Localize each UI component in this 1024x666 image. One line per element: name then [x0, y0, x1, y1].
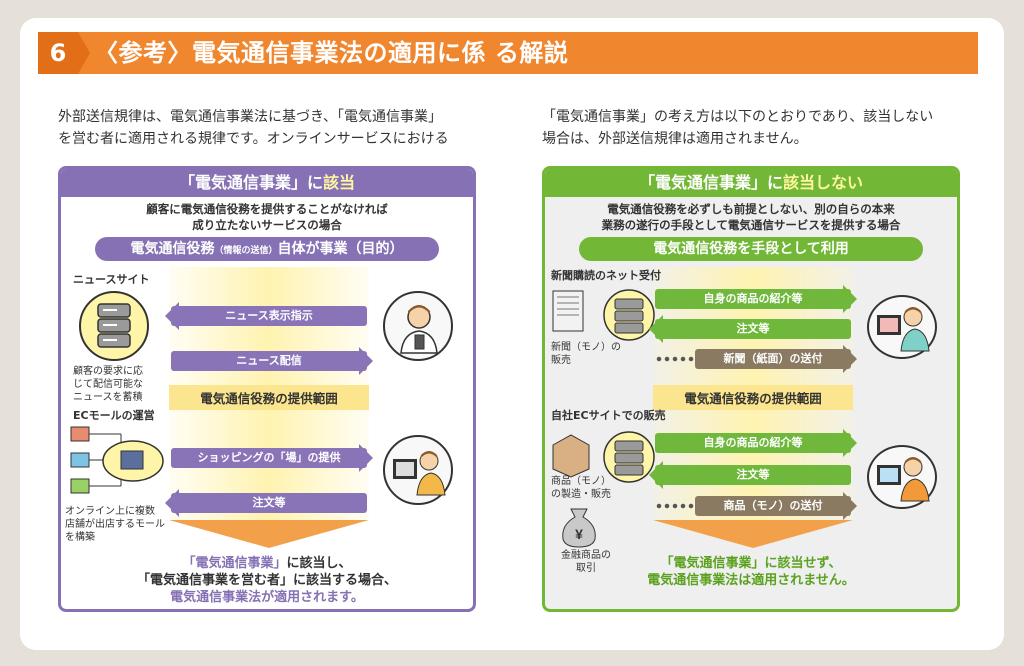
applicable-sub-line-1: 顧客に電気通信役務を提供することがなければ	[146, 202, 388, 216]
applicable-panel-header: 「電気通信事業」に該当	[61, 169, 473, 197]
newspaper-server-icon	[552, 289, 655, 341]
not-applicable-panel: 「電気通信事業」に該当しない 電気通信役務を必ずしも前提としない、別の自らの本来…	[542, 166, 960, 612]
intro-left-line-2: を営む者に適用される規律です。オンラインサービスにおける	[58, 131, 449, 147]
shopping-place-label: ショッピングの「場」の提供	[197, 451, 341, 464]
not-applicable-pill: 電気通信役務を手段として利用	[579, 237, 923, 261]
finance-line-1: 金融商品の	[561, 550, 611, 561]
na-order-arrow-1: 注文等	[649, 315, 851, 343]
news-desc-line-1: 顧客の要求に応	[73, 366, 143, 377]
applicable-subtitle: 顧客に電気通信役務を提供することがなければ 成り立たないサービスの場合	[61, 201, 473, 233]
goods-delivery-label: 商品（モノ）の送付	[723, 499, 823, 512]
section-title: 〈参考〉電気通信事業法の適用に係 る解説	[94, 39, 569, 67]
goods-delivery-arrow: 商品（モノ）の送付	[655, 492, 857, 520]
not-applicable-panel-header: 「電気通信事業」に該当しない	[545, 169, 957, 197]
conclusion-line-2: 「電気通信事業を営む者」に該当する場合、	[136, 573, 397, 588]
news-site-desc: 顧客の要求に応 じて配信可能な ニュースを蓄積	[73, 365, 153, 404]
na-intro-label-2: 自身の商品の紹介等	[703, 436, 803, 449]
service-range-beam-tip	[169, 520, 369, 548]
news-site-title: ニュースサイト	[73, 273, 150, 286]
ec-desc-line-1: オンライン上に複数	[65, 506, 155, 517]
order-arrow: 注文等	[165, 489, 367, 517]
na-sub-line-2: 業務の遂行の手段として電気通信サービスを提供する場合	[601, 218, 901, 232]
finance-label: 金融商品の 取引	[551, 549, 621, 575]
header-chevron	[78, 32, 90, 74]
ec-desc-line-2: 店舗が出店するモール	[65, 519, 165, 530]
intro-left: 外部送信規律は、電気通信事業法に基づき、「電気通信事業」 を営む者に適用される規…	[58, 106, 498, 150]
server-circle	[79, 291, 149, 361]
order-label: 注文等	[252, 496, 286, 509]
ec-mall-title: ECモールの運営	[73, 409, 155, 422]
news-delivery-arrow: ニュース配信	[171, 347, 373, 375]
header-bar	[78, 32, 978, 74]
na-person-computer-icon-1	[877, 307, 930, 352]
goods-sale-line-2: の製造・販売	[551, 489, 611, 500]
paper-delivery-label: 新聞（紙面）の送付	[723, 352, 823, 365]
na-order-label-2: 注文等	[736, 468, 770, 481]
mall-network-icon	[70, 426, 164, 494]
service-range-label: 電気通信役務の提供範囲	[169, 385, 369, 410]
not-applicable-head-highlight: 該当しない	[783, 173, 864, 192]
news-desc-line-2: じて配信可能な	[73, 379, 143, 390]
box-server-icon	[552, 431, 655, 483]
pill-part-a: 電気通信役務	[130, 241, 215, 257]
shopping-place-arrow: ショッピングの「場」の提供	[171, 444, 373, 472]
na-conclusion-line-2: 電気通信事業法は適用されません。	[647, 573, 855, 588]
conclusion-line-1: 「電気通信事業」に該当し、	[61, 555, 473, 572]
news-delivery-label: ニュース配信	[236, 354, 302, 367]
paper-delivery-arrow: 新聞（紙面）の送付	[655, 345, 857, 373]
person-computer-icon	[393, 451, 446, 496]
applicable-head-highlight: 該当	[323, 173, 356, 192]
intro-right: 「電気通信事業」の考え方は以下のとおりであり、該当しない 場合は、外部送信規律は…	[542, 106, 972, 150]
na-intro-label-1: 自身の商品の紹介等	[703, 292, 803, 305]
ec-mall-desc: オンライン上に複数 店舗が出店するモール を構築	[65, 505, 175, 544]
paper-sale-label: 新聞（モノ）の 販売	[551, 341, 621, 367]
person-phone-icon	[400, 305, 438, 354]
money-bag-icon: ¥	[562, 508, 596, 548]
paper-sale-line-2: 販売	[551, 355, 571, 366]
conclusion-text-1: に該当し、	[286, 556, 352, 571]
news-request-arrow: ニュース表示指示	[165, 302, 367, 330]
ec-desc-line-3: を構築	[65, 532, 95, 543]
pill-small: （情報の送信）	[214, 246, 278, 256]
svg-text:¥: ¥	[575, 526, 583, 542]
newspaper-title: 新聞購読のネット受付	[551, 269, 661, 282]
finance-line-2: 取引	[576, 563, 596, 574]
not-applicable-subtitle: 電気通信役務を必ずしも前提としない、別の自らの本来 業務の遂行の手段として電気通…	[545, 201, 957, 233]
applicable-pill: 電気通信役務（情報の送信）自体が事業（目的）	[95, 237, 439, 261]
section-header: 6 〈参考〉電気通信事業法の適用に係 る解説	[38, 32, 978, 74]
na-person-computer-icon-2	[877, 457, 930, 502]
na-intro-arrow-2: 自身の商品の紹介等	[655, 429, 857, 457]
pill-part-b: 自体が事業（目的）	[277, 241, 404, 257]
conclusion-highlight-1: 「電気通信事業」	[182, 556, 287, 571]
applicable-sub-line-2: 成り立たないサービスの場合	[192, 218, 342, 232]
server-icon	[97, 303, 131, 348]
applicable-conclusion: 「電気通信事業」に該当し、 「電気通信事業を営む者」に該当する場合、 電気通信事…	[61, 555, 473, 606]
na-intro-arrow-1: 自身の商品の紹介等	[655, 285, 857, 313]
section-number: 6	[38, 32, 78, 74]
na-sub-line-1: 電気通信役務を必ずしも前提としない、別の自らの本来	[607, 202, 895, 216]
own-ec-title: 自社ECサイトでの販売	[551, 409, 666, 422]
applicable-head-text: 「電気通信事業」に	[178, 173, 323, 192]
goods-sale-label: 商品（モノ） の製造・販売	[551, 475, 621, 501]
not-applicable-head-text: 「電気通信事業」に	[638, 173, 783, 192]
na-service-range-label: 電気通信役務の提供範囲	[653, 385, 853, 410]
news-desc-line-3: ニュースを蓄積	[73, 392, 143, 403]
na-order-arrow-2: 注文等	[649, 461, 851, 489]
intro-left-line-1: 外部送信規律は、電気通信事業法に基づき、「電気通信事業」	[58, 109, 443, 125]
intro-right-line-2: 場合は、外部送信規律は適用されません。	[542, 131, 808, 147]
intro-right-line-1: 「電気通信事業」の考え方は以下のとおりであり、該当しない	[542, 109, 934, 125]
paper-sale-line-1: 新聞（モノ）の	[551, 342, 621, 353]
applicable-panel: 「電気通信事業」に該当 顧客に電気通信役務を提供することがなければ 成り立たない…	[58, 166, 476, 612]
not-applicable-conclusion: 「電気通信事業」に該当せず、 電気通信事業法は適用されません。	[545, 555, 957, 589]
conclusion-line-3: 電気通信事業法が適用されます。	[170, 590, 364, 605]
goods-sale-line-1: 商品（モノ）	[551, 476, 611, 487]
na-service-range-beam-tip	[653, 520, 853, 548]
news-request-label: ニュース表示指示	[225, 309, 313, 322]
na-order-label-1: 注文等	[736, 322, 770, 335]
na-conclusion-line-1: 「電気通信事業」に該当せず、	[660, 556, 842, 571]
